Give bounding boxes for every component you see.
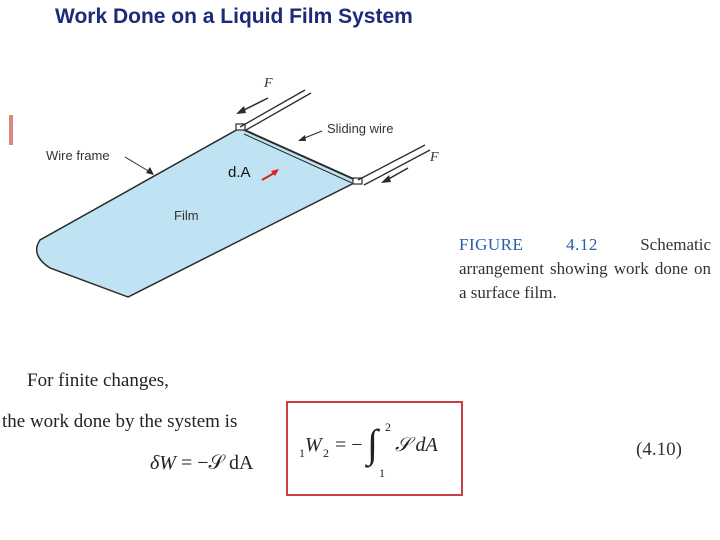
eq-lhs: δW [150,452,176,474]
integral-equation: 1 W 2 = − ∫ 2 1 𝒮 dA [299,420,459,486]
page-title: Work Done on a Liquid Film System [55,5,413,28]
label-wire-frame: Wire frame [46,148,110,163]
wire-clamp-right [352,177,363,185]
highlight-box [286,401,463,496]
force-label-top: F [264,76,273,91]
differential-equation: δW = −𝒮 dA [150,452,253,475]
lower-limit: 1 [379,466,385,480]
upper-limit: 2 [385,420,391,434]
leader-wire-frame-head [146,167,154,175]
decorative-mark [9,115,13,145]
finite-changes-text: For finite changes, [27,370,169,391]
dA-arrowhead [271,169,279,176]
force-arrowhead-top [236,106,246,114]
frame-rail-top-a [239,89,306,128]
integrand: 𝒮 dA [395,434,438,456]
label-dA: d.A [228,164,251,181]
frame-rail-right-a [357,144,426,181]
eq-equals: = − [335,434,363,456]
caption-text: Schematic arrangement showing work done … [459,235,711,302]
frame-rail-right-b [363,149,431,186]
label-sliding-wire: Sliding wire [327,121,394,136]
eq-W: W [305,434,322,456]
figure-number: FIGURE 4.12 [459,235,598,254]
sliding-wire-shadow [243,133,353,184]
integral-sign: ∫ [367,421,378,466]
leader-sliding-wire-head [298,135,306,141]
label-film: Film [174,208,199,223]
force-arrowhead-right [381,175,391,183]
figure-caption: FIGURE 4.12 Schematic arrangement showin… [459,233,711,305]
leader-wire-frame [124,156,151,173]
equation-number: (4.10) [636,439,682,460]
frame-rail-top-b [245,92,312,131]
eq-rhs: = −𝒮 dA [180,452,254,474]
force-label-right: F [430,150,439,165]
eq-sub-left: 1 [299,446,305,460]
sliding-wire [239,127,359,182]
work-done-intro-text: the work done by the system is [2,411,238,432]
eq-sub-right: 2 [323,446,329,460]
